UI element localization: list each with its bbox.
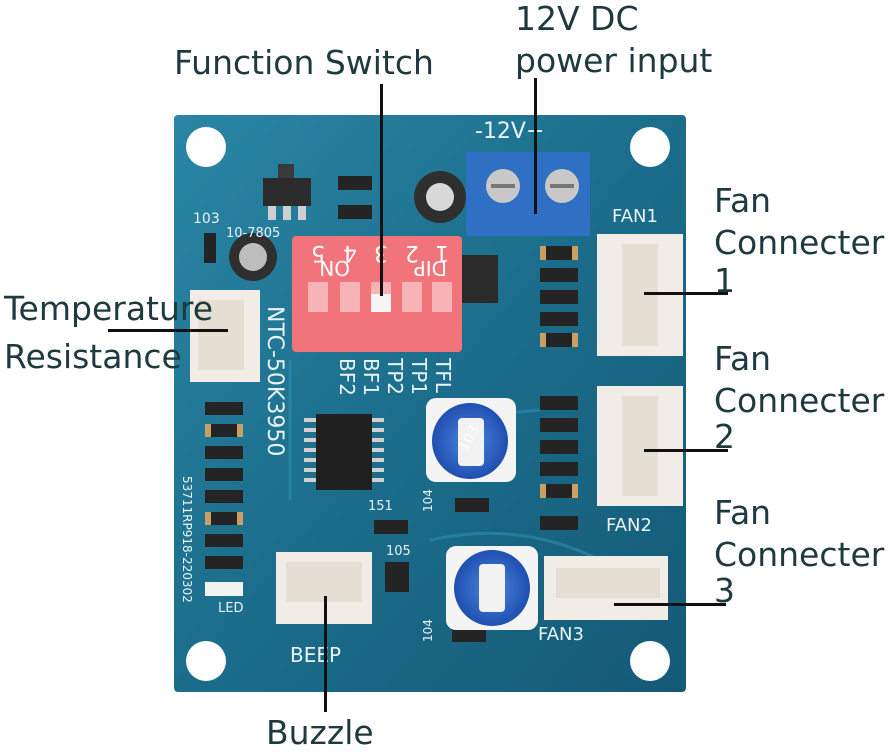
sensor-connector xyxy=(190,290,260,382)
fan3-label-line2: Connecter xyxy=(714,535,885,574)
svg-text:BF2: BF2 xyxy=(335,358,359,396)
fan3-label-line1: Fan xyxy=(714,493,772,532)
power-input-label-line2: power input xyxy=(515,41,713,80)
leader-power-input xyxy=(534,78,537,214)
fan3-label-line3: 3 xyxy=(714,571,735,610)
cap-103-silkscreen: 103 xyxy=(193,211,220,227)
led xyxy=(205,582,243,596)
svg-text:5: 5 xyxy=(311,240,325,265)
svg-text:2: 2 xyxy=(405,240,419,265)
mounting-hole-bottom-right xyxy=(630,641,670,681)
leader-function-switch xyxy=(380,84,383,296)
voltage-regulator xyxy=(263,164,311,220)
fan2-label-line2: Connecter xyxy=(714,381,885,420)
potentiometer-1 xyxy=(426,398,516,482)
fan1-silkscreen: FAN1 xyxy=(612,206,658,227)
function-switch-label: Function Switch xyxy=(174,43,434,82)
serial-silkscreen: 53711RP918-220302 xyxy=(180,476,194,603)
fan1-label-line3: 1 xyxy=(714,261,735,300)
temperature-label-line1: Temperature xyxy=(4,289,214,328)
mounting-hole-top-right xyxy=(630,127,670,167)
fan-connector-1 xyxy=(597,234,683,356)
fan2-label-line3: 2 xyxy=(714,417,735,456)
svg-text:TP2: TP2 xyxy=(383,357,407,395)
svg-text:TP1: TP1 xyxy=(407,357,431,395)
mounting-hole-top-left xyxy=(186,127,226,167)
beep-silkscreen: BEEP xyxy=(290,643,341,667)
power-terminal-block xyxy=(466,152,590,236)
fan1-label-line1: Fan xyxy=(714,181,772,220)
cap-105-silkscreen: 105 xyxy=(386,544,411,559)
fan3-silkscreen: FAN3 xyxy=(538,624,584,645)
fan2-label-line1: Fan xyxy=(714,339,772,378)
regulator-silkscreen: 10-7805 xyxy=(226,226,280,241)
on-label: ON xyxy=(319,256,350,280)
svg-text:BF1: BF1 xyxy=(359,358,383,396)
mounting-hole-bottom-left xyxy=(186,641,226,681)
svg-text:TFL: TFL xyxy=(431,357,455,394)
ic-chip xyxy=(304,414,384,490)
fan-connector-2 xyxy=(597,386,683,506)
dip-label: DIP xyxy=(414,256,447,280)
mode-silkscreen: TFL TP1 TP2 BF1 BF2 xyxy=(335,357,455,396)
fan2-silkscreen: FAN2 xyxy=(606,515,652,536)
leader-temperature xyxy=(108,329,228,332)
leader-fan1 xyxy=(644,292,728,295)
temperature-label-line2: Resistance xyxy=(4,337,182,376)
leader-fan3 xyxy=(614,603,726,606)
smd-pads xyxy=(205,246,578,525)
led-silkscreen: LED xyxy=(218,601,243,616)
leader-buzzle xyxy=(324,596,327,712)
buzzle-label: Buzzle xyxy=(266,713,374,752)
leader-fan2 xyxy=(644,449,728,452)
svg-text:1: 1 xyxy=(435,240,449,265)
power-polarity-label: -12V+ xyxy=(475,119,544,144)
fan-connector-3 xyxy=(544,556,668,620)
diode xyxy=(462,255,498,303)
cap-104a-silkscreen: 104 xyxy=(421,489,435,512)
smd-resistors xyxy=(204,176,578,642)
cap-151-silkscreen: 151 xyxy=(368,499,393,514)
sensor-silkscreen: NTC-50K3950 xyxy=(262,306,287,456)
power-input-label-line1: 12V DC xyxy=(515,0,639,38)
fan1-label-line2: Connecter xyxy=(714,223,885,262)
svg-text:4: 4 xyxy=(343,240,357,265)
cap-104b-silkscreen: 104 xyxy=(421,619,435,642)
dip-switch xyxy=(292,236,462,352)
potentiometer-2 xyxy=(446,546,538,630)
